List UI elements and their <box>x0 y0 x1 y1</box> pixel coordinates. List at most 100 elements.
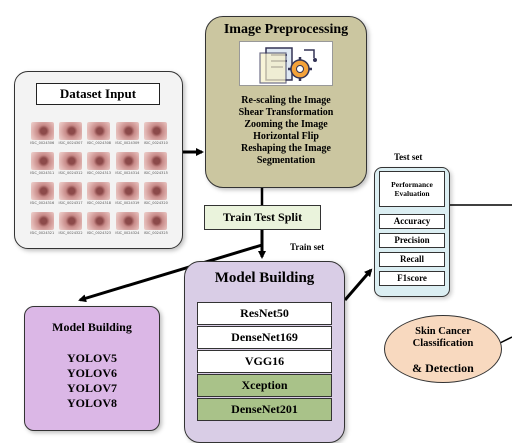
arrow-split-to-yolo <box>78 243 263 303</box>
thumbnail-caption: ISIC_0024324 <box>115 231 140 235</box>
yolo-model-item: YOLOV6 <box>66 366 117 380</box>
thumbnail-caption: ISIC_0024313 <box>86 171 112 175</box>
dataset-thumbnail: ISIC_0024317 <box>58 182 83 210</box>
thumbnail-caption: ISIC_0024309 <box>115 141 140 145</box>
thumbnail-caption: ISIC_0024318 <box>86 201 112 205</box>
thumbnail-caption: ISIC_0024308 <box>86 141 112 145</box>
result-title: Skin Cancer Classification <box>412 326 474 349</box>
yolo-model-building-panel <box>24 306 160 431</box>
dataset-title: Dataset Input <box>36 83 160 105</box>
dataset-thumbnail: ISIC_0024308 <box>87 122 111 150</box>
test-set-label: Test set <box>394 152 423 162</box>
preprocessing-step: Re-scaling the Image <box>241 95 331 106</box>
thumbnail-caption: ISIC_0024315 <box>143 171 168 175</box>
document-gear-icon <box>239 41 333 86</box>
dataset-thumbnail: ISIC_0024307 <box>58 122 83 150</box>
dataset-thumbnail: ISIC_0024315 <box>144 152 168 180</box>
dataset-thumbnail: ISIC_0024321 <box>30 212 54 240</box>
dataset-thumbnail: ISIC_0024319 <box>115 182 139 210</box>
line-result-to-edge <box>499 336 512 344</box>
yolo-model-item: YOLOV8 <box>66 396 117 410</box>
preprocessing-step: Segmentation <box>256 155 316 166</box>
result-ellipse <box>384 315 502 383</box>
skin-lesion-image <box>144 122 168 140</box>
skin-lesion-image <box>144 212 168 230</box>
thumbnail-caption: ISIC_0024314 <box>115 171 140 175</box>
yolo-model-item: YOLOV7 <box>66 381 117 395</box>
metric-box: Precision <box>379 233 445 248</box>
thumbnail-caption: ISIC_0024316 <box>30 201 55 205</box>
performance-evaluation-header-text: Performance Evaluation <box>391 180 433 198</box>
model-box: VGG16 <box>197 350 332 373</box>
thumbnail-caption: ISIC_0024321 <box>30 231 55 235</box>
preprocessing-step: Zooming the Image <box>244 119 328 130</box>
skin-lesion-image <box>59 122 83 140</box>
model-building-title: Model Building <box>214 270 315 286</box>
train-set-label: Train set <box>290 242 325 252</box>
thumbnail-caption: ISIC_0024312 <box>58 171 83 175</box>
thumbnail-caption: ISIC_0024325 <box>143 231 168 235</box>
skin-lesion-image <box>59 182 83 200</box>
dataset-thumbnail: ISIC_0024325 <box>144 212 168 240</box>
dataset-thumbnail: ISIC_0024310 <box>144 122 168 150</box>
dataset-thumbnail: ISIC_0024318 <box>87 182 111 210</box>
preprocessing-step: Horizontal Flip <box>253 131 319 142</box>
skin-lesion-image <box>115 182 139 200</box>
arrow-model-to-evaluation <box>343 268 373 301</box>
metric-box: F1score <box>379 271 445 286</box>
skin-lesion-image <box>87 182 111 200</box>
dataset-thumbnail: ISIC_0024323 <box>87 212 111 240</box>
preprocessing-step: Reshaping the Image <box>240 143 331 154</box>
model-box: DenseNet169 <box>197 326 332 349</box>
preprocessing-step: Shear Transformation <box>238 107 334 118</box>
skin-lesion-image <box>144 182 168 200</box>
skin-lesion-image <box>30 212 54 230</box>
thumbnail-caption: ISIC_0024323 <box>86 231 112 235</box>
dataset-thumbnail: ISIC_0024322 <box>58 212 83 240</box>
thumbnail-caption: ISIC_0024317 <box>58 201 83 205</box>
dataset-thumbnail: ISIC_0024313 <box>87 152 111 180</box>
skin-lesion-image <box>87 152 111 170</box>
yolo-model-building-title: Model Building <box>52 320 132 334</box>
skin-lesion-image <box>115 152 139 170</box>
skin-lesion-image <box>59 212 83 230</box>
skin-lesion-image <box>144 152 168 170</box>
dataset-thumbnail: ISIC_0024320 <box>144 182 168 210</box>
dataset-thumbnail: ISIC_0024311 <box>30 152 54 180</box>
dataset-thumbnail: ISIC_0024306 <box>30 122 54 150</box>
dataset-thumbnail: ISIC_0024312 <box>58 152 83 180</box>
thumbnail-caption: ISIC_0024310 <box>143 141 168 145</box>
dataset-thumbnail: ISIC_0024314 <box>115 152 139 180</box>
skin-lesion-image <box>115 122 139 140</box>
skin-lesion-image <box>115 212 139 230</box>
metric-box: Recall <box>379 252 445 267</box>
model-box: ResNet50 <box>197 302 332 325</box>
dataset-thumbnail: ISIC_0024309 <box>115 122 139 150</box>
skin-lesion-image <box>30 152 54 170</box>
skin-lesion-image <box>30 182 54 200</box>
train-test-split-box: Train Test Split <box>204 205 321 230</box>
thumbnail-caption: ISIC_0024307 <box>58 141 83 145</box>
thumbnail-caption: ISIC_0024322 <box>58 231 83 235</box>
thumbnail-caption: ISIC_0024320 <box>143 201 168 205</box>
performance-evaluation-header: Performance Evaluation <box>379 171 445 207</box>
skin-lesion-image <box>59 152 83 170</box>
skin-lesion-image <box>87 212 111 230</box>
result-subtitle: & Detection <box>412 361 474 375</box>
model-box: DenseNet201 <box>197 398 332 421</box>
thumbnail-caption: ISIC_0024311 <box>30 171 55 175</box>
thumbnail-caption: ISIC_0024306 <box>30 141 55 145</box>
skin-lesion-image <box>87 122 111 140</box>
skin-lesion-image <box>30 122 54 140</box>
yolo-model-item: YOLOV5 <box>66 351 117 365</box>
metric-box: Accuracy <box>379 214 445 229</box>
dataset-thumbnail: ISIC_0024316 <box>30 182 54 210</box>
thumbnail-caption: ISIC_0024319 <box>115 201 140 205</box>
preprocessing-title: Image Preprocessing <box>223 22 349 37</box>
dataset-thumbnail: ISIC_0024324 <box>115 212 139 240</box>
model-box: Xception <box>197 374 332 397</box>
